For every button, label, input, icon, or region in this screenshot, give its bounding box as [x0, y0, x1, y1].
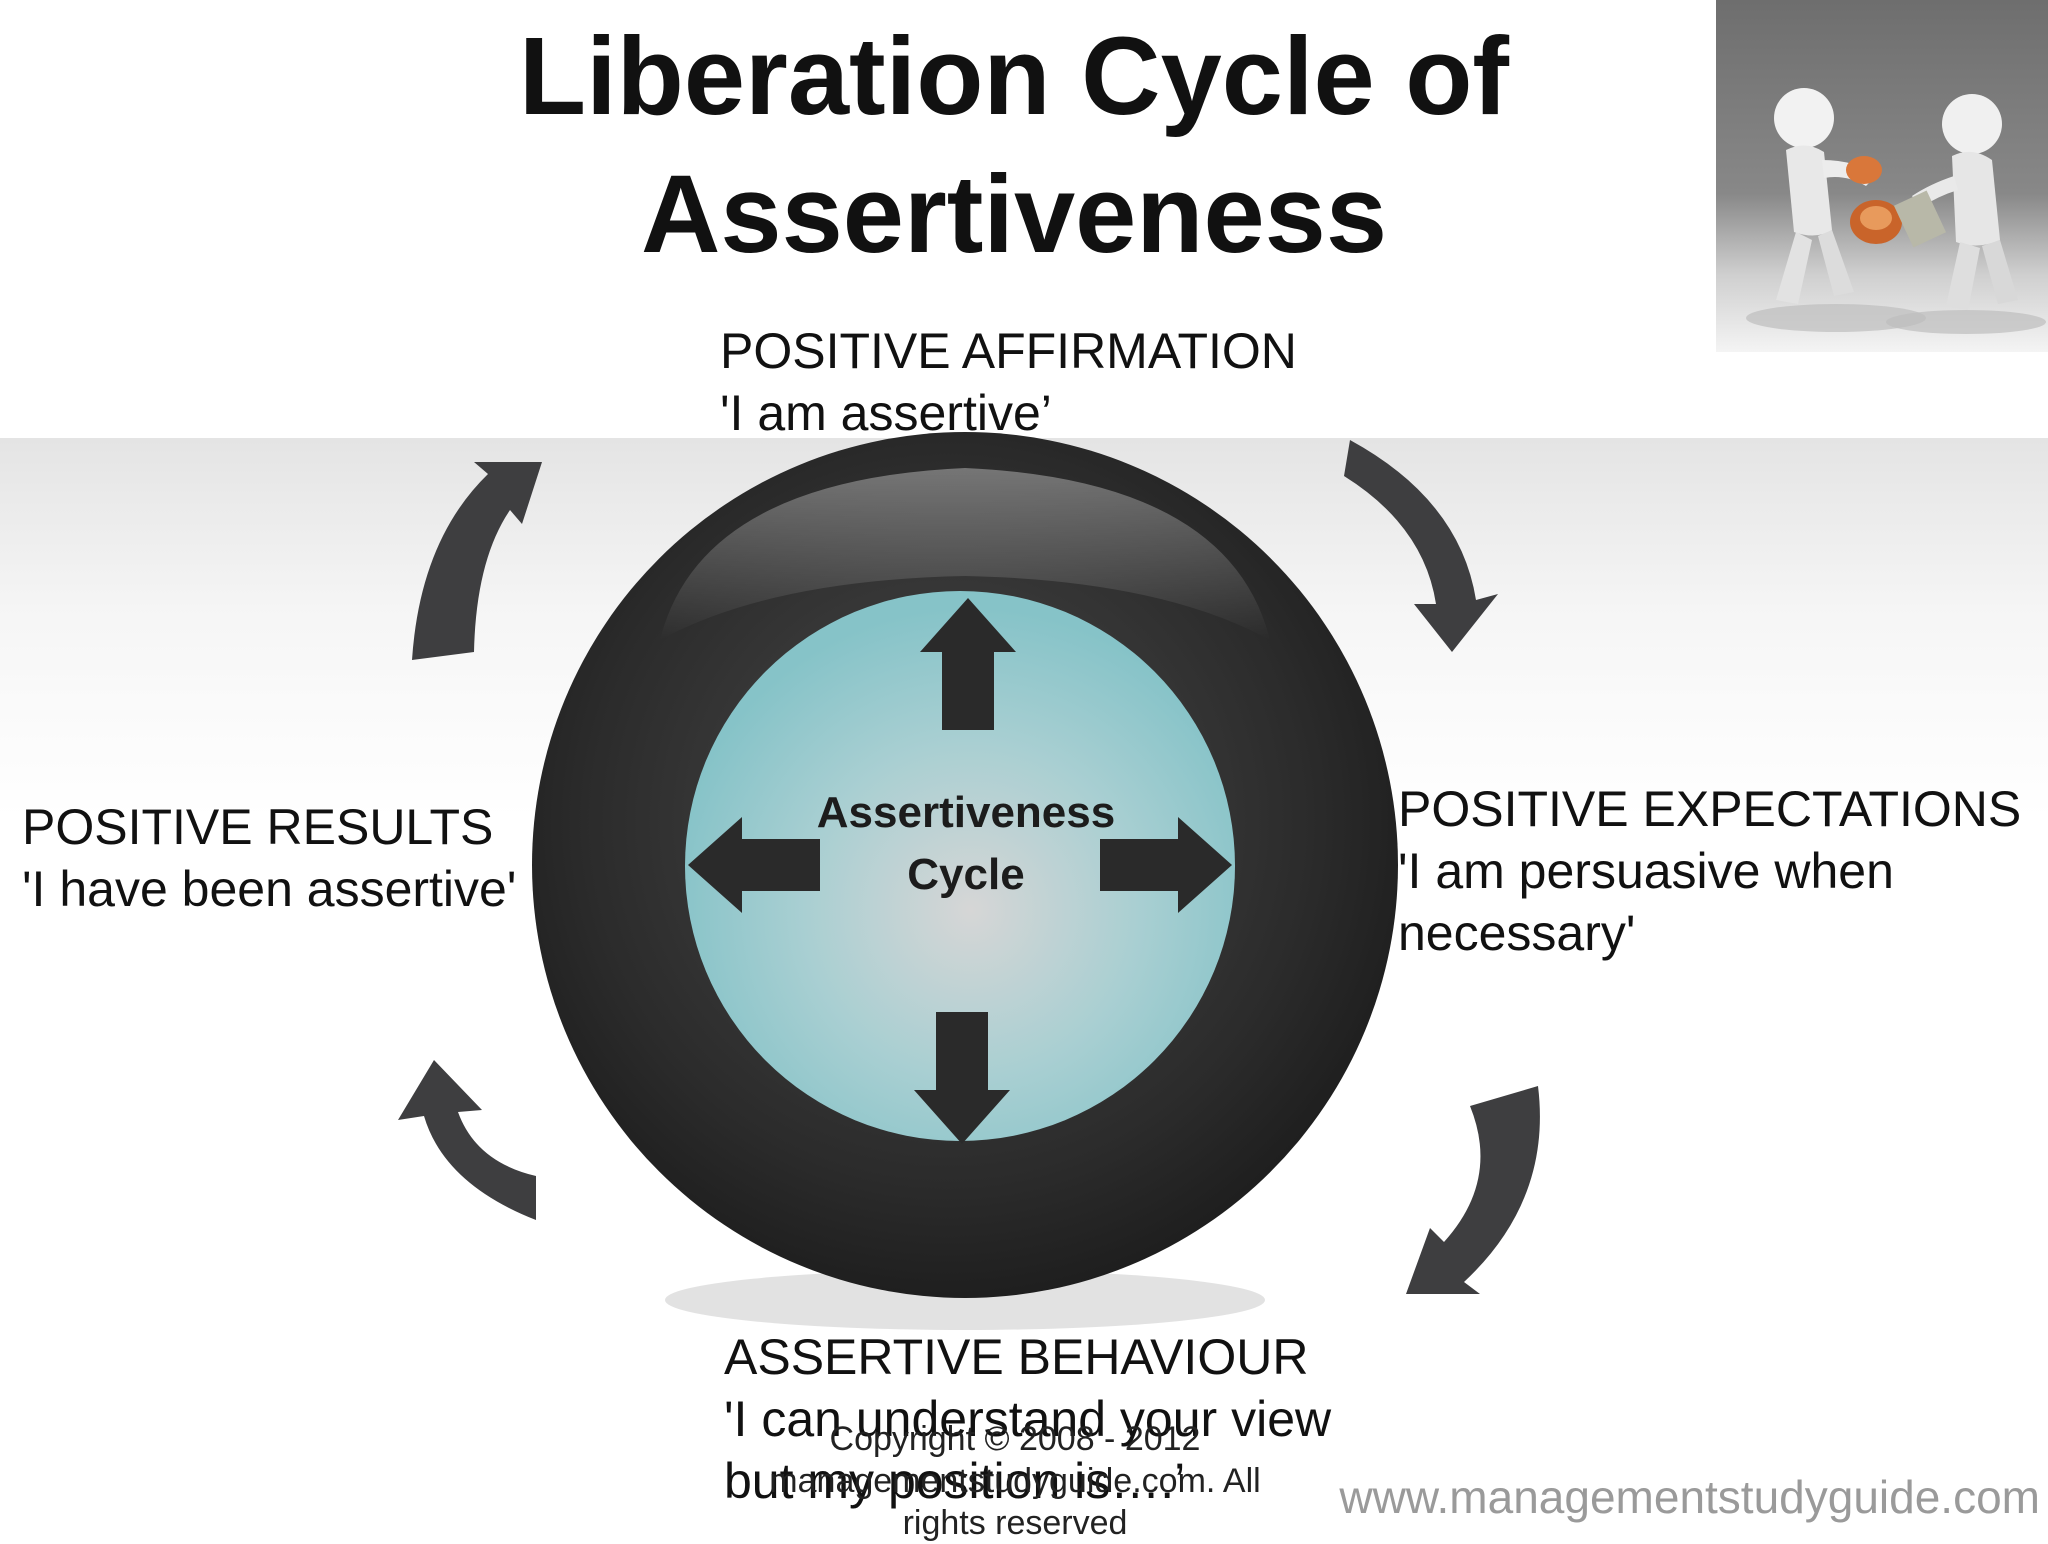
- stage-bottom-quote-line-2: but my position is….’: [724, 1453, 1186, 1509]
- arrow-up-icon: [920, 598, 1016, 730]
- stage-right-quote-line-1: 'I am persuasive when: [1398, 843, 1894, 899]
- disc-shadow: [665, 1270, 1265, 1330]
- center-label: Assertiveness Cycle: [786, 782, 1146, 906]
- copyright-line-1: Copyright © 2008 - 2012: [829, 1420, 1201, 1458]
- copyright-line-3: rights reserved: [902, 1504, 1128, 1542]
- disc-gloss: [660, 468, 1270, 640]
- cycle-arrow-bottom-left-icon: [398, 1060, 536, 1220]
- inner-circle: [685, 591, 1235, 1141]
- stage-left-heading: POSITIVE RESULTS: [22, 799, 494, 855]
- stage-right-quote-line-2: necessary': [1398, 905, 1636, 961]
- website-url[interactable]: www.managementstudyguide.com: [1339, 1471, 2040, 1523]
- stage-left-label: POSITIVE RESULTS 'I have been assertive': [22, 796, 516, 920]
- stage-right-label: POSITIVE EXPECTATIONS 'I am persuasive w…: [1398, 778, 2021, 964]
- stage-bottom-quote-line-1: 'I can understand your view: [724, 1391, 1332, 1447]
- center-label-line-2: Cycle: [907, 850, 1025, 899]
- title-line-2: Assertiveness: [640, 153, 1388, 276]
- page-title: Liberation Cycle of Assertiveness: [0, 8, 2048, 284]
- arrow-down-icon: [914, 1012, 1010, 1144]
- copyright-line-2: managementstudyguide.com. All: [769, 1462, 1261, 1500]
- arrow-left-icon: [688, 817, 820, 913]
- stage-left-quote: 'I have been assertive': [22, 861, 517, 917]
- stage-bottom-heading: ASSERTIVE BEHAVIOUR: [724, 1329, 1309, 1385]
- two-figures-exchanging-seal-icon: [1746, 88, 2046, 334]
- stage-top-quote: 'I am assertive’: [720, 385, 1052, 441]
- arrow-right-icon: [1100, 817, 1232, 913]
- stage-right-heading: POSITIVE EXPECTATIONS: [1398, 781, 2022, 837]
- cycle-arrow-top-right-icon: [1344, 440, 1498, 652]
- title-line-1: Liberation Cycle of: [518, 15, 1510, 138]
- cycle-arrow-bottom-right-icon: [1406, 1086, 1540, 1294]
- cycle-arrow-top-left-icon: [412, 462, 542, 660]
- stage-top-label: POSITIVE AFFIRMATION 'I am assertive’: [720, 320, 1297, 444]
- stage-bottom-label: ASSERTIVE BEHAVIOUR 'I can understand yo…: [724, 1326, 1331, 1512]
- illustration-image: [1716, 0, 2048, 352]
- stage-top-heading: POSITIVE AFFIRMATION: [720, 323, 1297, 379]
- copyright-notice: Copyright © 2008 - 2012 managementstudyg…: [720, 1418, 1310, 1544]
- center-label-line-1: Assertiveness: [816, 788, 1116, 837]
